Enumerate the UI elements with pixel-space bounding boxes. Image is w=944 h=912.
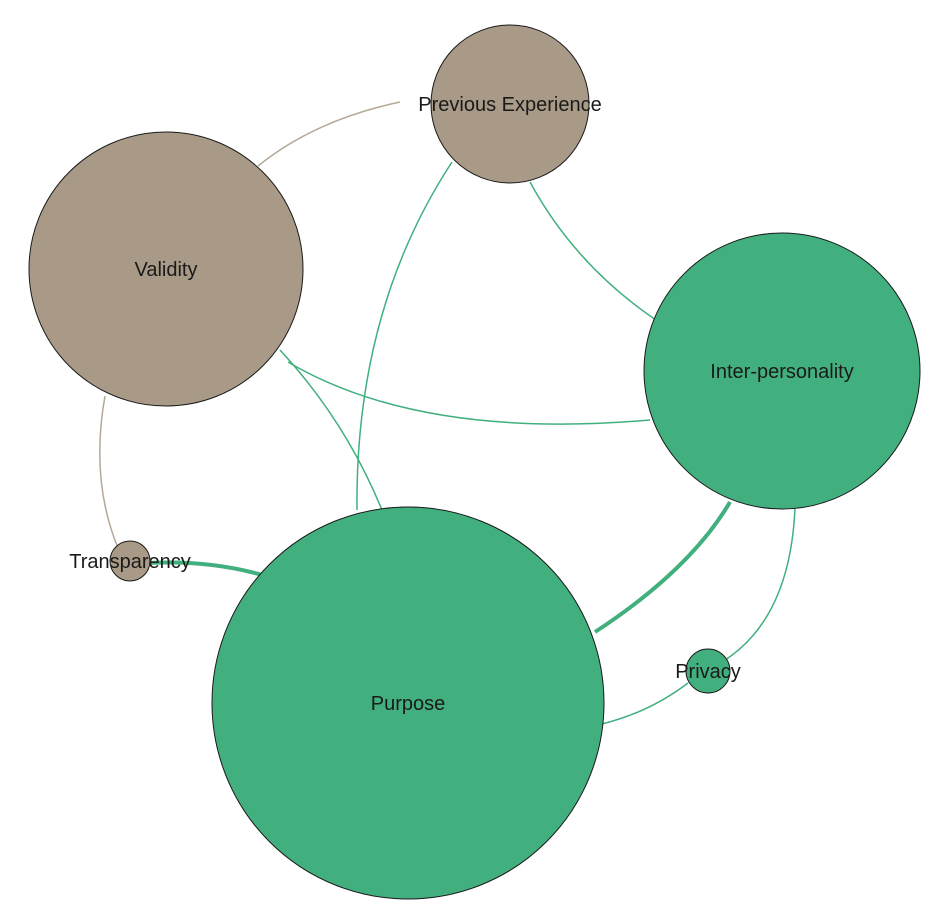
node-transparency[interactable] bbox=[109, 540, 151, 582]
edge-validity-to-previous-experience bbox=[257, 101, 401, 167]
node-label-validity: Validity bbox=[135, 259, 198, 281]
node-label-transparency: Transparency bbox=[69, 551, 191, 573]
nodes-layer bbox=[28, 24, 921, 900]
node-label-purpose: Purpose bbox=[371, 693, 446, 715]
labels-layer: Previous ExperienceValidityInter-persona… bbox=[69, 94, 853, 715]
edge-validity-to-inter-personality bbox=[287, 361, 651, 425]
edge-validity-to-purpose bbox=[279, 349, 383, 511]
node-purpose[interactable] bbox=[211, 506, 605, 900]
edge-inter-personality-to-purpose bbox=[593, 500, 732, 634]
edge-previous-experience-to-inter-personality bbox=[529, 181, 657, 321]
node-privacy[interactable] bbox=[685, 648, 731, 694]
edge-validity-to-transparency bbox=[99, 395, 119, 549]
edge-privacy-to-purpose bbox=[601, 682, 689, 725]
node-inter-personality[interactable] bbox=[643, 232, 921, 510]
node-label-inter-personality: Inter-personality bbox=[710, 361, 853, 383]
edge-inter-personality-to-privacy bbox=[721, 507, 796, 663]
node-previous-experience[interactable] bbox=[430, 24, 590, 184]
edge-previous-experience-to-purpose bbox=[356, 161, 453, 511]
node-label-privacy: Privacy bbox=[675, 661, 741, 683]
node-validity[interactable] bbox=[28, 131, 304, 407]
node-label-previous-experience: Previous Experience bbox=[418, 94, 601, 116]
edges-layer bbox=[99, 101, 796, 725]
edge-transparency-to-purpose bbox=[147, 560, 263, 577]
